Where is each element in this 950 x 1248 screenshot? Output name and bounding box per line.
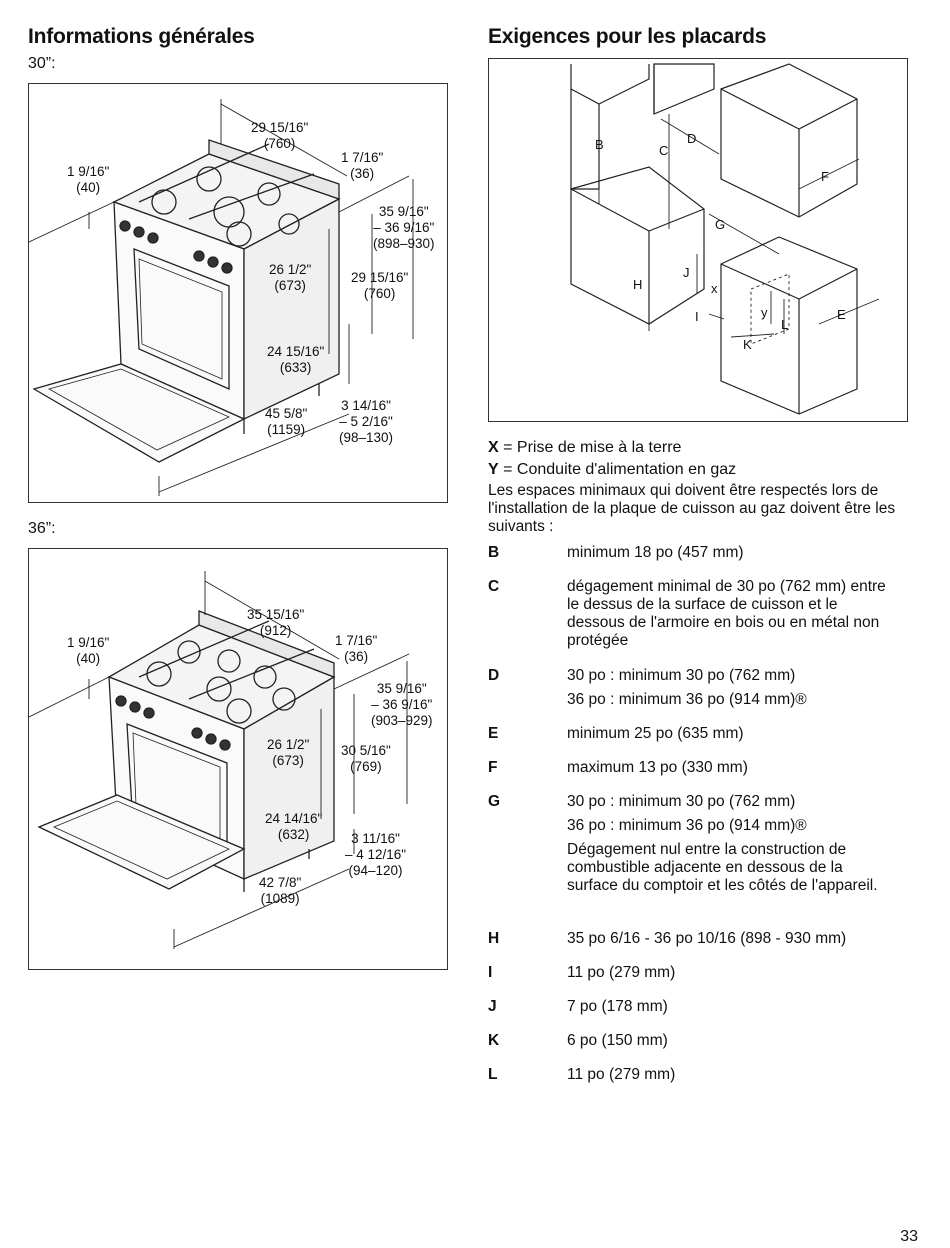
cabinet-label-k: K (743, 337, 752, 352)
dim-height: 35 9/16"– 36 9/16"(898–930) (373, 204, 435, 251)
range-36-diagram: 35 15/16"(912) 1 9/16"(40) 1 7/16"(36) 3… (28, 548, 448, 970)
dim-door-open: 45 5/8"(1159) (265, 406, 308, 437)
cabinet-label-c: C (659, 143, 669, 158)
cabinet-label-e: E (837, 307, 846, 322)
section-title-cabinets: Exigences pour les placards (488, 25, 767, 48)
cabinet-label-b: B (595, 137, 604, 152)
dim-door-depth: 26 1/2"(673) (269, 262, 312, 293)
cabinet-label-h: H (633, 277, 643, 292)
cabinet-drawing (570, 63, 880, 415)
dim-inner: 24 15/16"(633) (267, 344, 325, 375)
dim-backguard: 1 9/16"(40) (67, 635, 110, 666)
legend-x: X = Prise de mise à la terre (488, 439, 682, 456)
dim-depth: 35 15/16"(912) (247, 607, 305, 638)
dim-legs: 3 11/16"– 4 12/16"(94–120) (345, 831, 407, 878)
dim-backguard: 1 9/16"(40) (67, 164, 110, 195)
cabinet-label-i: I (695, 309, 699, 324)
cabinet-label-g: G (715, 217, 726, 232)
range-36-label: 36”: (28, 520, 56, 537)
dim-height: 35 9/16"– 36 9/16"(903–929) (371, 681, 433, 728)
dim-side: 1 7/16"(36) (341, 150, 384, 181)
cabinet-label-j: J (683, 265, 690, 280)
dim-depth: 29 15/16"(760) (251, 120, 309, 151)
range-36-drawing (29, 571, 410, 949)
section-title-general: Informations générales (28, 25, 255, 48)
cabinet-label-y: y (761, 305, 768, 320)
range-30-diagram: 29 15/16"(760) 1 9/16"(40) 1 7/16"(36) 3… (28, 83, 448, 503)
range-30-drawing (29, 99, 414, 496)
cabinet-diagram: B C D F G H J x I y L K E (488, 58, 908, 422)
dim-door-open: 42 7/8"(1089) (259, 875, 302, 906)
cabinet-label-f: F (821, 169, 829, 184)
range-30-label: 30”: (28, 55, 56, 72)
legend-y: Y = Conduite d'alimentation en gaz (488, 461, 737, 478)
dim-width: 30 5/16"(769) (341, 743, 391, 774)
dim-width: 29 15/16"(760) (351, 270, 409, 301)
dim-inner: 24 14/16"(632) (265, 811, 323, 842)
intro-paragraph: Les espaces minimaux qui doivent être re… (488, 482, 896, 535)
page-number: 33 (900, 1228, 918, 1245)
cabinet-label-d: D (687, 131, 697, 146)
dim-door-depth: 26 1/2"(673) (267, 737, 310, 768)
dim-legs: 3 14/16"– 5 2/16"(98–130) (339, 398, 394, 445)
cabinet-label-l: L (781, 317, 789, 332)
cabinet-label-x: x (711, 281, 718, 296)
dim-side: 1 7/16"(36) (335, 633, 378, 664)
